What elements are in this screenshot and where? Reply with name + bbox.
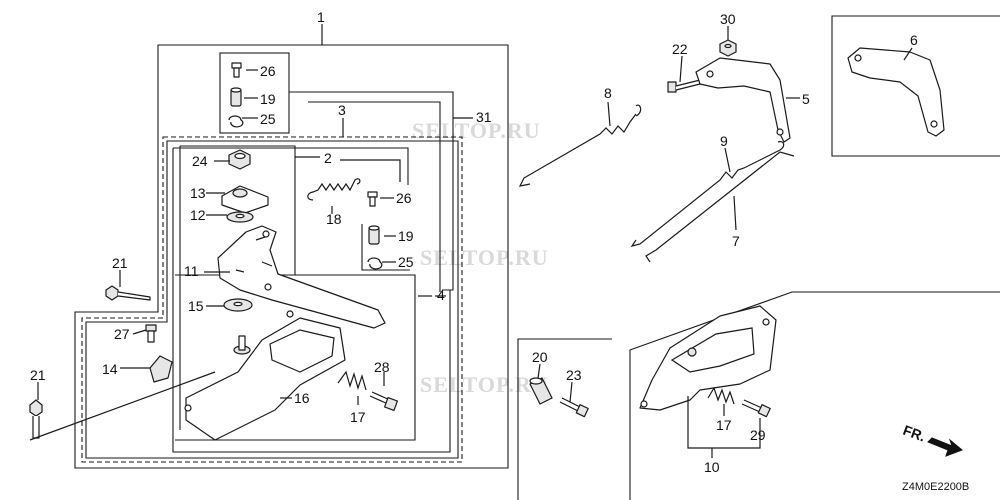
detail-frame-20-23 — [517, 338, 612, 500]
part-number: 27 — [114, 326, 130, 342]
assembly-frame-19-25 — [361, 224, 410, 271]
spring-17-main — [337, 370, 367, 391]
part-number: 24 — [192, 153, 208, 169]
part-number: 19 — [398, 228, 414, 244]
bolt-26-top — [231, 62, 242, 78]
clip-14 — [149, 355, 173, 383]
part-number: 31 — [476, 109, 492, 125]
part-number: 20 — [532, 349, 548, 365]
part-number: 15 — [188, 298, 204, 314]
control-lever-11 — [217, 225, 386, 329]
nut-30 — [719, 39, 737, 57]
watermark: SELTOP.RU — [412, 118, 541, 143]
washer-12 — [226, 211, 254, 223]
screw-28 — [369, 391, 399, 412]
plate-13 — [221, 185, 269, 214]
assembly-frame-2 — [179, 145, 296, 430]
diagram-code: Z4M0E2200B — [902, 481, 969, 493]
part-number: 5 — [802, 91, 810, 107]
part-number: 3 — [338, 102, 346, 118]
part-number: 19 — [260, 91, 276, 107]
part-number: 17 — [350, 409, 366, 425]
part-number: 26 — [260, 63, 276, 79]
part-number: 25 — [398, 254, 414, 270]
bracket-6 — [847, 47, 945, 137]
base-plate-16 — [184, 310, 346, 441]
part-number: 8 — [604, 85, 612, 101]
part-number: 2 — [324, 150, 332, 166]
part-number: 17 — [716, 417, 732, 433]
bolt-26-mid — [367, 191, 378, 207]
collar-19-top — [230, 87, 242, 107]
collar-19-mid — [368, 225, 380, 245]
part-number: 1 — [317, 9, 325, 25]
screw-29 — [741, 399, 771, 418]
clip-25-top — [228, 115, 244, 128]
assembly-frame-3 — [172, 147, 451, 453]
part-number: 28 — [374, 359, 390, 375]
collar-20 — [529, 377, 553, 405]
part-number: 9 — [720, 133, 728, 149]
part-number: 29 — [750, 427, 766, 443]
rod-spring-8 — [518, 104, 642, 187]
spring-17-right — [707, 386, 735, 405]
part-number: 26 — [396, 190, 412, 206]
part-number-labels: 1 2 3 4 5 6 7 8 9 10 11 12 13 14 15 16 1… — [30, 9, 918, 475]
bolt-22 — [667, 79, 701, 93]
leader-31 — [418, 117, 473, 297]
part-number: 12 — [190, 207, 206, 223]
assembly-frame-1 — [74, 44, 509, 469]
part-number: 6 — [910, 32, 918, 48]
assembly-frame-15-16 — [175, 274, 416, 441]
nut-24 — [228, 149, 251, 170]
part-number: 21 — [30, 367, 46, 383]
rod-9 — [630, 141, 785, 247]
assembly-frame-4 — [81, 136, 463, 463]
assembly-frame-31 — [219, 52, 454, 292]
clip-25-mid — [367, 257, 383, 270]
detail-frame-10-17-29 — [629, 291, 1000, 500]
bolt-27 — [145, 324, 157, 343]
bracket-5 — [695, 57, 791, 143]
screw-23 — [559, 397, 589, 418]
part-number: 16 — [294, 390, 310, 406]
part-number: 18 — [326, 211, 342, 227]
watermark: SELTOP.RU — [420, 245, 549, 270]
part-number: 7 — [732, 233, 740, 249]
detail-frame-6 — [831, 15, 1000, 157]
part-number: 25 — [260, 111, 276, 127]
part-number: 10 — [704, 459, 720, 475]
leader-lines — [29, 24, 446, 441]
leader-lines-right — [537, 26, 913, 458]
part-number: 14 — [102, 361, 118, 377]
front-direction-arrow: FR. — [901, 422, 963, 457]
bolt-21-upper — [105, 285, 151, 301]
part-number: 22 — [672, 41, 688, 57]
washer-15 — [223, 298, 253, 312]
part-number: 11 — [184, 263, 199, 279]
bolt-21-lower — [29, 399, 43, 439]
part-number: 4 — [437, 287, 445, 303]
part-number: 30 — [720, 11, 736, 27]
part-number: 13 — [190, 185, 206, 201]
part-number: 21 — [112, 255, 128, 271]
watermark: SELTOP.RU — [420, 372, 549, 397]
spring-18 — [307, 178, 361, 201]
front-direction-label: FR. — [901, 422, 928, 445]
part-number: 23 — [566, 367, 582, 383]
rod-7 — [645, 151, 795, 263]
throttle-assembly-10 — [639, 305, 777, 411]
